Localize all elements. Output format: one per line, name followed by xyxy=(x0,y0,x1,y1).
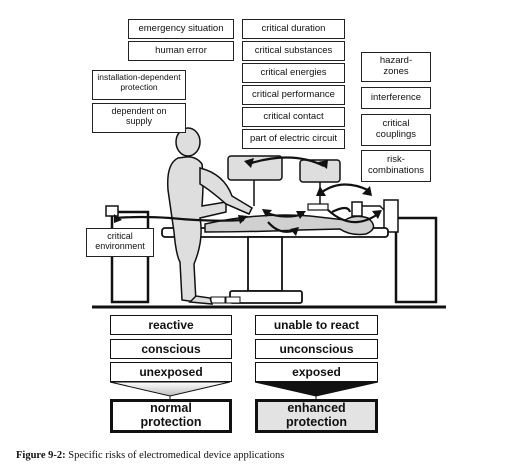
risk-hazard-zones: hazard- zones xyxy=(361,52,431,82)
state-conscious: conscious xyxy=(110,339,232,359)
patient-figure xyxy=(204,214,375,236)
risk-critical-couplings: critical couplings xyxy=(361,114,431,146)
state-unable-to-react: unable to react xyxy=(255,315,378,335)
right-cabinet xyxy=(394,216,438,304)
normal-protection-box: normal protection xyxy=(110,399,232,433)
figure-caption: Figure 9-2: Specific risks of electromed… xyxy=(16,450,284,461)
infusion-device xyxy=(383,199,399,233)
label-dependent-on-supply: dependent on supply xyxy=(92,103,186,133)
table-base xyxy=(229,290,303,304)
label-installation-dependent: installation-dependent protection xyxy=(92,70,186,100)
caption-label: Figure 9-2: xyxy=(16,450,66,461)
risk-critical-substances: critical substances xyxy=(242,41,345,61)
risk-human-error: human error xyxy=(128,41,234,61)
state-unconscious: unconscious xyxy=(255,339,378,359)
risk-interference: interference xyxy=(361,87,431,109)
state-reactive: reactive xyxy=(110,315,232,335)
arrow-heads xyxy=(114,158,382,236)
breathing-mask xyxy=(351,201,363,217)
risk-combinations: risk- combinations xyxy=(361,150,431,182)
table-column xyxy=(247,236,283,292)
risk-critical-energies: critical energies xyxy=(242,63,345,83)
risk-critical-performance: critical performance xyxy=(242,85,345,105)
normal-arrow xyxy=(109,381,231,397)
standing-person xyxy=(166,127,253,305)
risk-critical-duration: critical duration xyxy=(242,19,345,39)
risk-electric-circuit: part of electric circuit xyxy=(242,129,345,149)
enhanced-protection-box: enhanced protection xyxy=(255,399,378,433)
state-unexposed: unexposed xyxy=(110,362,232,382)
monitors xyxy=(227,155,341,183)
left-cabinet xyxy=(110,210,150,304)
risk-emergency-situation: emergency situation xyxy=(128,19,234,39)
label-critical-environment: critical environment xyxy=(86,228,154,257)
state-exposed: exposed xyxy=(255,362,378,382)
risk-critical-contact: critical contact xyxy=(242,107,345,127)
enhanced-arrow xyxy=(254,381,379,397)
caption-text: Specific risks of electromedical device … xyxy=(65,450,285,461)
